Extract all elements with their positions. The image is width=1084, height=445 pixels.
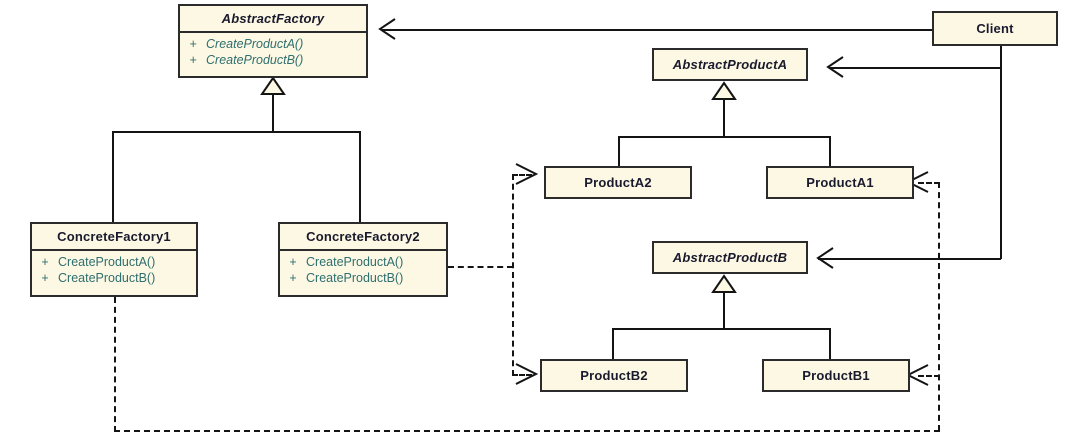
operation-signature: CreateProductB() <box>58 271 156 285</box>
generalization-concretefactory1-riser <box>112 131 114 223</box>
generalization-productb-bar <box>612 328 831 330</box>
class-title-concrete-factory-1: ConcreteFactory1 <box>57 229 171 244</box>
operation-row: + CreateProductA() <box>280 254 446 270</box>
class-box-concrete-factory-2[interactable]: ConcreteFactory2 + CreateProductA() + Cr… <box>278 222 448 297</box>
class-box-product-b1[interactable]: ProductB1 <box>762 359 910 392</box>
dependency-cf1-productb1-line <box>918 375 940 377</box>
class-operations-concrete-factory-1: + CreateProductA() + CreateProductB() <box>32 251 196 290</box>
association-client-spine <box>1000 46 1002 259</box>
association-client-abstractfactory-line <box>382 29 934 31</box>
association-client-abstractproductb-arrowhead <box>816 247 834 269</box>
class-box-product-a1[interactable]: ProductA1 <box>766 166 914 199</box>
operation-visibility: + <box>189 37 197 51</box>
association-client-abstractproductb-line <box>818 258 1001 260</box>
operation-visibility: + <box>41 271 49 285</box>
class-operations-concrete-factory-2: + CreateProductA() + CreateProductB() <box>280 251 446 290</box>
operation-row: + CreateProductB() <box>180 52 366 68</box>
generalization-productb-stem <box>723 290 725 330</box>
class-separator <box>180 31 366 33</box>
generalization-factory-triangle <box>260 76 286 95</box>
class-title-concrete-factory-2: ConcreteFactory2 <box>306 229 420 244</box>
class-title-abstract-product-b: AbstractProductB <box>672 250 788 265</box>
generalization-abstractproducta-triangle <box>711 81 737 100</box>
class-box-product-a2[interactable]: ProductA2 <box>544 166 692 199</box>
class-operations-abstract-factory: + CreateProductA() + CreateProductB() <box>180 33 366 72</box>
class-box-product-b2[interactable]: ProductB2 <box>540 359 688 392</box>
operation-row: + CreateProductB() <box>280 270 446 286</box>
generalization-factory-bar <box>112 131 361 133</box>
association-client-abstractproducta-arrowhead <box>826 56 844 78</box>
dependency-cf2-producta2-line <box>512 174 532 176</box>
dependency-cf1-producta1-line <box>918 182 940 184</box>
class-box-abstract-product-a[interactable]: AbstractProductA <box>652 48 808 81</box>
generalization-productb2-riser <box>612 328 614 361</box>
operation-visibility: + <box>189 53 197 67</box>
dependency-cf2-productb2-arrowhead <box>515 363 539 385</box>
generalization-producta-stem <box>723 97 725 138</box>
generalization-concretefactory2-riser <box>359 131 361 223</box>
class-separator <box>280 249 446 251</box>
operation-row: + CreateProductA() <box>32 254 196 270</box>
dependency-cf1-down <box>114 297 116 432</box>
generalization-productb1-riser <box>829 328 831 361</box>
class-separator <box>32 249 196 251</box>
class-title-client: Client <box>976 21 1014 36</box>
dependency-cf2-producta2-arrowhead <box>515 163 539 185</box>
operation-signature: CreateProductA() <box>306 255 404 269</box>
generalization-factory-stem <box>272 92 274 133</box>
operation-signature: CreateProductB() <box>206 53 304 67</box>
class-box-concrete-factory-1[interactable]: ConcreteFactory1 + CreateProductA() + Cr… <box>30 222 198 297</box>
operation-row: + CreateProductB() <box>32 270 196 286</box>
operation-visibility: + <box>41 255 49 269</box>
dependency-cf2-stub <box>448 266 513 268</box>
operation-signature: CreateProductA() <box>206 37 304 51</box>
association-client-abstractproducta-line <box>830 67 1001 69</box>
dependency-cf1-bottom <box>114 430 940 432</box>
generalization-abstractproductb-triangle <box>711 274 737 293</box>
class-title-product-a1: ProductA1 <box>806 175 874 190</box>
class-title-product-b1: ProductB1 <box>802 368 870 383</box>
generalization-producta2-riser <box>618 136 620 169</box>
class-title-product-a2: ProductA2 <box>584 175 652 190</box>
class-title-product-b2: ProductB2 <box>580 368 648 383</box>
dependency-cf1-spine <box>938 182 940 431</box>
dependency-cf2-productb2-line <box>512 374 532 376</box>
generalization-producta1-riser <box>829 136 831 169</box>
class-box-abstract-factory[interactable]: AbstractFactory + CreateProductA() + Cre… <box>178 4 368 78</box>
class-title-abstract-product-a: AbstractProductA <box>672 57 788 72</box>
generalization-producta-bar <box>618 136 831 138</box>
operation-row: + CreateProductA() <box>180 36 366 52</box>
dependency-cf2-spine <box>512 174 514 376</box>
association-client-abstractfactory-arrowhead <box>378 18 396 40</box>
operation-visibility: + <box>289 255 297 269</box>
class-title-abstract-factory: AbstractFactory <box>221 11 325 26</box>
class-box-abstract-product-b[interactable]: AbstractProductB <box>652 241 808 274</box>
operation-signature: CreateProductB() <box>306 271 404 285</box>
operation-visibility: + <box>289 271 297 285</box>
class-box-client[interactable]: Client <box>932 11 1058 46</box>
operation-signature: CreateProductA() <box>58 255 156 269</box>
